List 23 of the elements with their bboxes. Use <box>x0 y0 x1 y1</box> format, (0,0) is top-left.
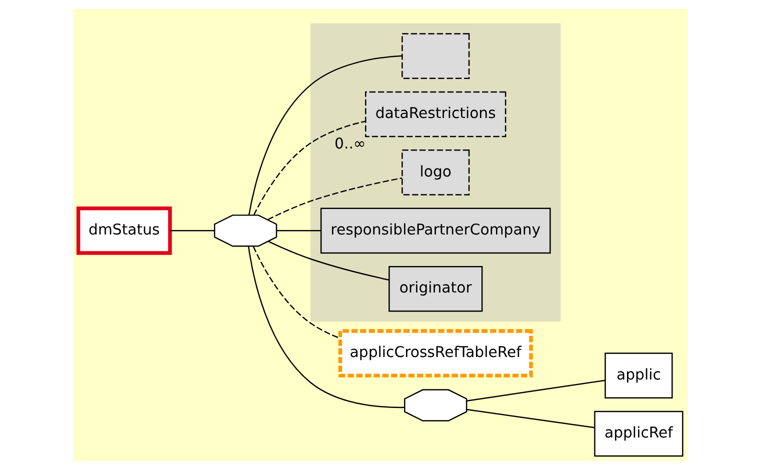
node-box: applicCrossRefTableRef <box>338 328 532 377</box>
node-label: 0..∞ <box>334 134 366 152</box>
connector <box>247 246 404 408</box>
node-octagon <box>404 388 467 421</box>
node-box: responsiblePartnerCompany <box>320 207 550 254</box>
node-box: logo <box>401 149 470 195</box>
connector <box>276 230 321 231</box>
node-box: applic <box>604 352 672 398</box>
connector <box>466 408 594 428</box>
cluster <box>310 22 560 322</box>
connector <box>268 240 388 280</box>
node-octagon <box>213 214 277 246</box>
node-box: dmStatus <box>76 206 172 254</box>
connector <box>170 230 214 231</box>
node-box: dataRestrictions <box>364 90 506 137</box>
connector <box>252 120 365 215</box>
connector <box>267 176 402 220</box>
node-box: originator <box>388 265 482 312</box>
connector <box>466 379 605 401</box>
node-box <box>401 32 470 78</box>
connector <box>252 246 340 338</box>
connector <box>248 54 402 215</box>
node-box: applicRef <box>594 410 683 456</box>
